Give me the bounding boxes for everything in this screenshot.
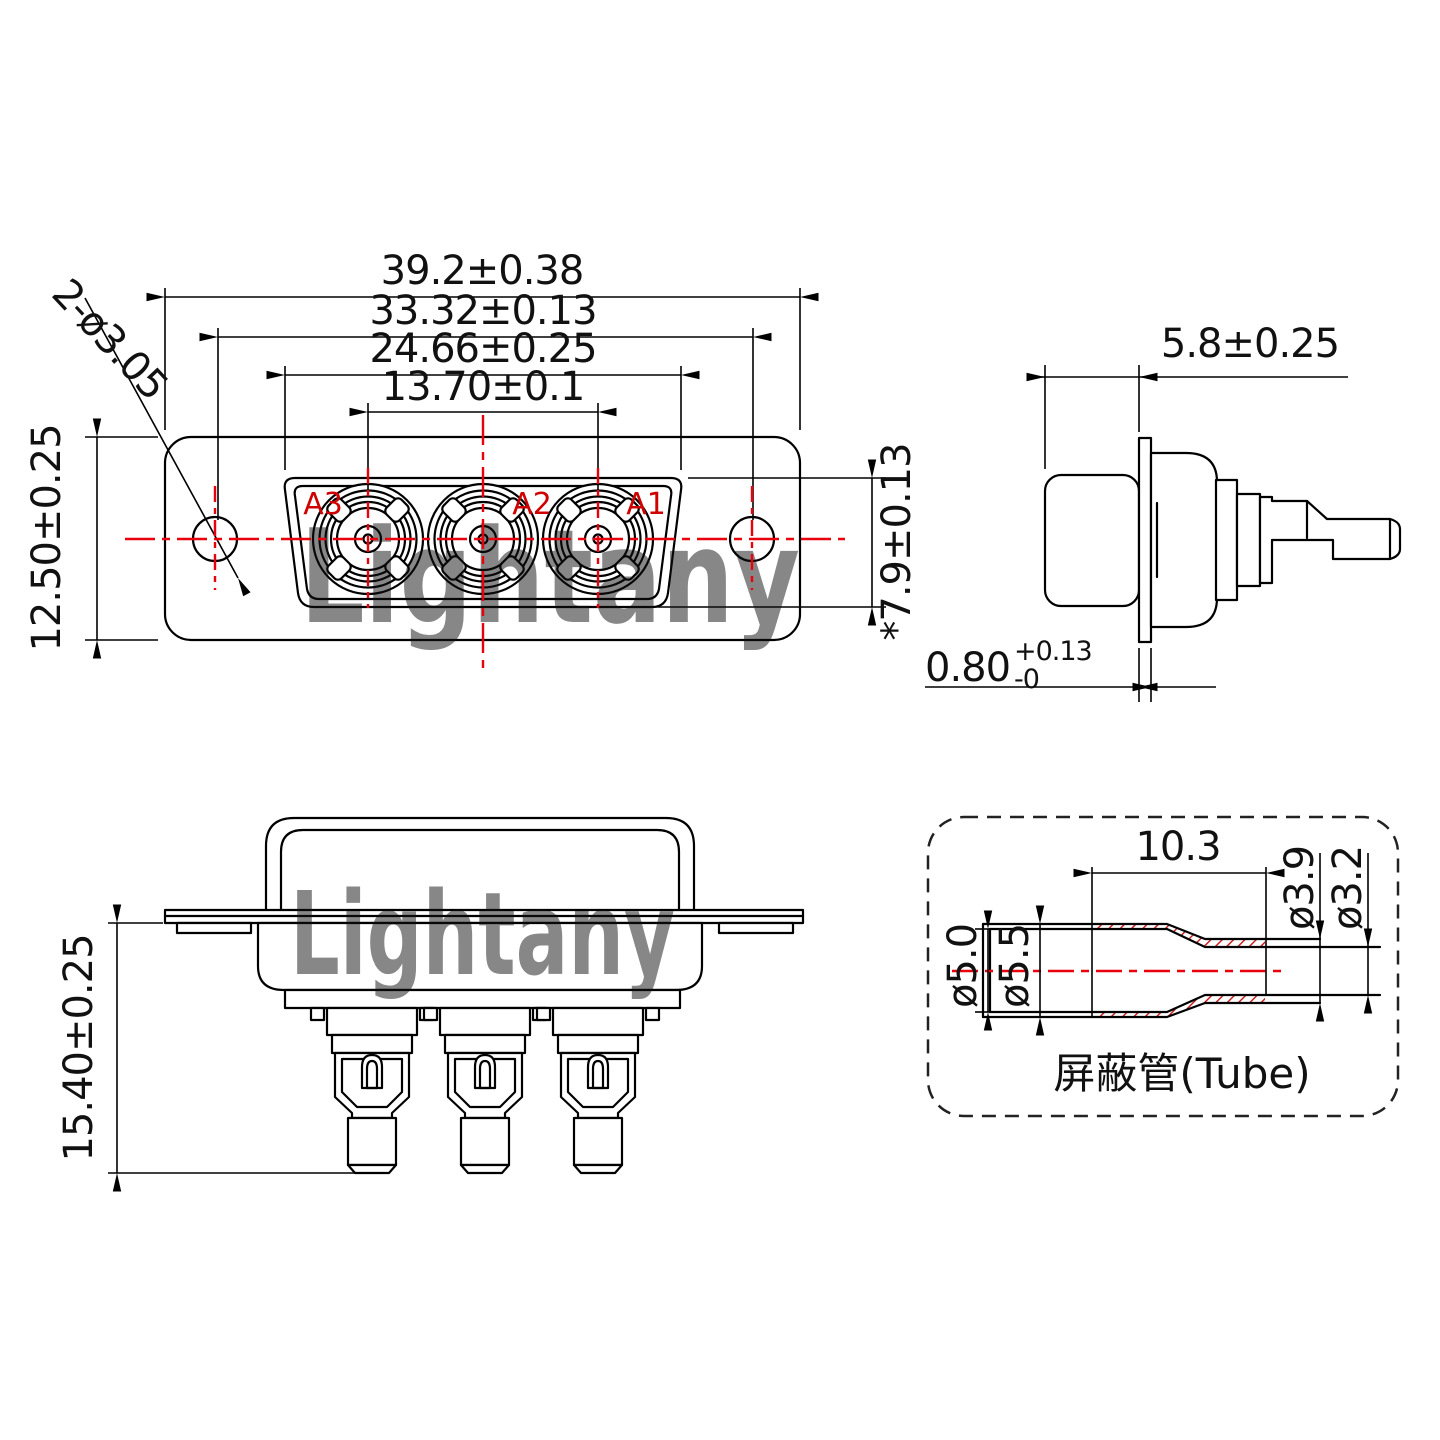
side-flange-plate (1137, 436, 1153, 644)
dim-tube-outer-large: ø5.5 (992, 924, 1038, 1008)
bottom-view: 15.40±0.25 (56, 816, 805, 1192)
side-crimp-pin (1258, 495, 1402, 585)
terminal-a3 (309, 1006, 435, 1175)
dim-flange-thickness-minus: -0 (1014, 664, 1039, 695)
contact-label-a2: A2 (512, 487, 552, 522)
d-shell-inner (293, 484, 673, 601)
tube-view: 10.3 ø5.0 ø5.5 ø3.9 ø3.2 屏蔽管(Tube) (926, 815, 1400, 1118)
dim-tube-length: 10.3 (1135, 824, 1220, 870)
dome-outer (264, 816, 696, 910)
tube-dimensions (975, 853, 1373, 1036)
dim-tube-outer-small: ø3.9 (1277, 846, 1323, 930)
dim-hole-spacing: 33.32±0.13 (369, 288, 596, 334)
hole-leader-line (84, 297, 251, 597)
side-dimensions (925, 365, 1348, 702)
plate-tab-left (175, 921, 253, 935)
dim-contact-spacing: 13.70±0.1 (382, 364, 585, 410)
watermark-top: Lightany (300, 501, 800, 653)
dim-tube-inner-large: ø5.0 (940, 924, 986, 1008)
dim-flange-height: 12.50±0.25 (24, 424, 70, 651)
terminal-a1 (535, 1006, 661, 1175)
tube-hatch (1093, 924, 1265, 1017)
tube-outline (981, 922, 1382, 1019)
contact-label-a1: A1 (626, 487, 666, 522)
dim-total-height: 15.40±0.25 (56, 934, 102, 1161)
plate-tab-right (717, 921, 795, 935)
dim-insert-width: 24.66±0.25 (369, 326, 596, 372)
bottom-dimension (108, 904, 360, 1192)
side-view: 5.8±0.25 0.80 +0.13 -0 (925, 321, 1402, 702)
contact-label-a3: A3 (303, 487, 343, 522)
dome-inner (279, 828, 681, 912)
watermark-bottom: Lightany (290, 868, 675, 1002)
mounting-hole-note: 2-ø3.05 (43, 270, 177, 408)
side-shell (1149, 451, 1219, 629)
front-dimension-lines (84, 292, 877, 659)
side-step1 (1214, 478, 1239, 602)
front-centerlines: A3 A2 A1 (125, 415, 845, 668)
dim-insert-height: *7.9±0.13 (874, 443, 920, 640)
tube-caption: 屏蔽管(Tube) (1053, 1049, 1310, 1098)
watermarks: Lightany Lightany (290, 501, 800, 1002)
terminal-a2 (422, 1006, 548, 1175)
dim-tube-inner-small: ø3.2 (1325, 846, 1371, 930)
side-body (1043, 473, 1141, 608)
dim-flange-thickness-plus: +0.13 (1014, 636, 1092, 667)
dim-body-depth: 5.8±0.25 (1161, 321, 1339, 367)
dim-overall-width: 39.2±0.38 (381, 248, 584, 294)
side-step2 (1235, 492, 1262, 588)
dim-flange-thickness: 0.80 (925, 645, 1010, 691)
